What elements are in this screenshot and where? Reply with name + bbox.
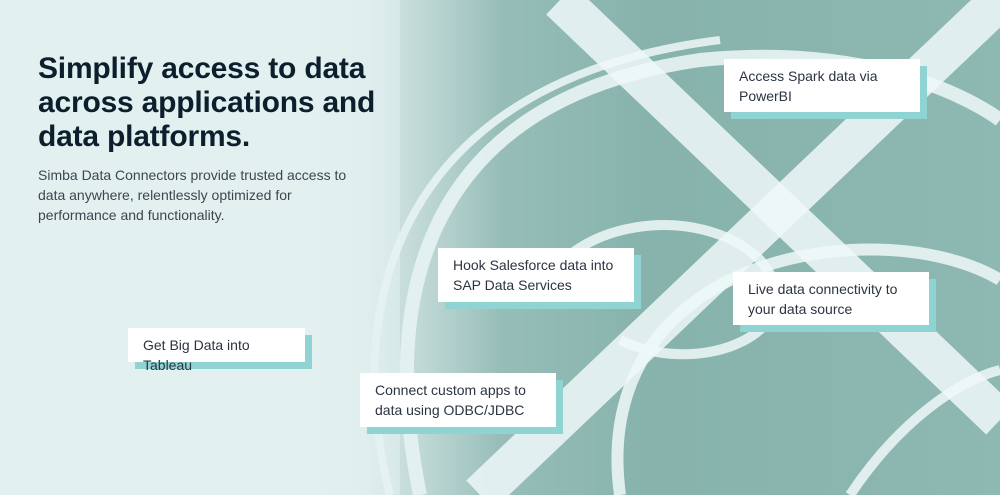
card-salesforce-sap[interactable]: Hook Salesforce data into SAP Data Servi… [438,248,634,302]
card-custom-apps-odbc[interactable]: Connect custom apps to data using ODBC/J… [360,373,556,427]
card-spark-powerbi[interactable]: Access Spark data via PowerBI [724,59,920,112]
hero-title: Simplify access to data across applicati… [38,52,376,153]
card-live-connectivity[interactable]: Live data connectivity to your data sour… [733,272,929,325]
hero-subtitle: Simba Data Connectors provide trusted ac… [38,167,347,223]
card-big-data-tableau[interactable]: Get Big Data into Tableau [128,328,305,373]
